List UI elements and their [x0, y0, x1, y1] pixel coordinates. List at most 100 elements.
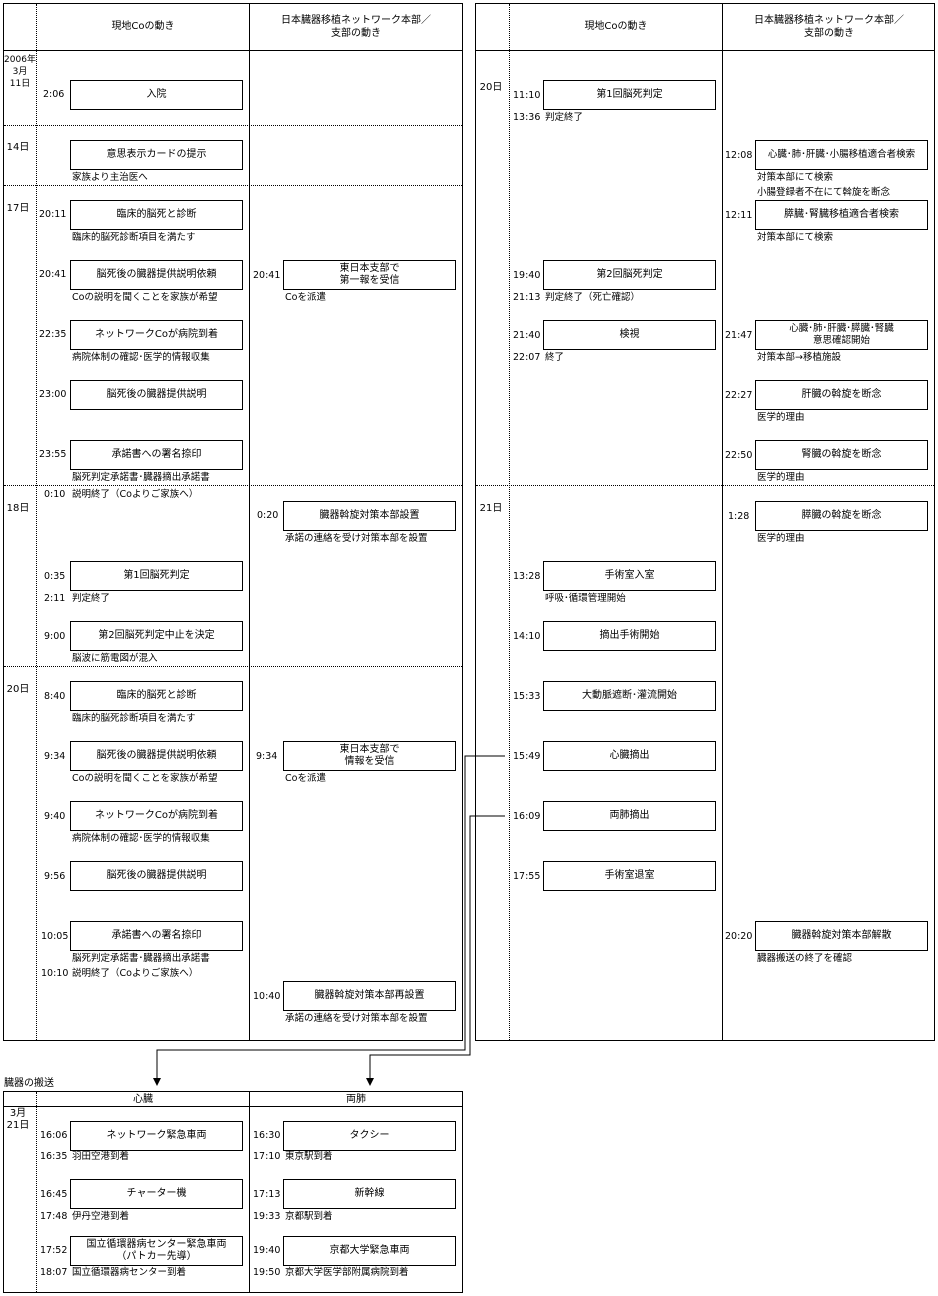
event-box: 第1回脳死判定: [543, 80, 716, 110]
event-note: 終了: [545, 352, 565, 363]
event-box: 臨床的脳死と診断: [70, 200, 243, 230]
event-time: 12:08: [725, 150, 753, 161]
event-time: 0:10: [44, 489, 66, 500]
event-note: 小腸登録者不在にて斡旋を断念: [757, 187, 891, 198]
event-note: 呼吸･循環管理開始: [545, 593, 626, 604]
event-note: 判定終了（死亡確認）: [545, 292, 641, 303]
day-number: 21日: [6, 1120, 30, 1131]
month-label: 3月: [12, 67, 28, 77]
right-timeline-panel: [475, 3, 935, 1041]
event-box: 脳死後の臓器提供説明依頼: [70, 260, 243, 290]
event-box: 東日本支部で 情報を受信: [283, 741, 456, 771]
event-time: 9:34: [44, 751, 66, 762]
event-time: 10:10: [41, 968, 69, 979]
event-box: 入院: [70, 80, 243, 110]
event-box: 承諾書への署名捺印: [70, 921, 243, 951]
arrival-note: 国立循環器病センター到着: [72, 1267, 187, 1278]
event-box: 膵臓･腎臓移植適合者検索: [755, 200, 928, 230]
box-line: 第一報を受信: [339, 275, 400, 286]
left-day-divider: [36, 4, 37, 1040]
right-col-divider: [722, 4, 723, 1040]
event-time: 2:06: [43, 89, 65, 100]
event-time: 9:56: [44, 871, 66, 882]
event-box: 脳死後の臓器提供説明: [70, 380, 243, 410]
event-time: 10:05: [41, 931, 69, 942]
box-line: （パトカー先導）: [116, 1251, 197, 1262]
event-box: 第2回脳死判定中止を決定: [70, 621, 243, 651]
box-line: 国立循環器病センター緊急車両: [86, 1239, 227, 1250]
event-time: 17:55: [513, 871, 541, 882]
event-box: 東日本支部で 第一報を受信: [283, 260, 456, 290]
hq-header-line2: 支部の動き: [331, 28, 381, 39]
event-time: 20:20: [725, 931, 753, 942]
event-note: 判定終了: [72, 593, 111, 604]
left-day-rule: [4, 125, 462, 126]
event-box: 心臓･肺･肝臓･小腸移植適合者検索: [755, 140, 928, 170]
day-label: 21日: [479, 503, 503, 514]
event-time: 15:49: [513, 751, 541, 762]
day-label: 3月 21日: [4, 1108, 32, 1132]
event-box: 心臓･肺･肝臓･膵臓･腎臓 意思確認開始: [755, 320, 928, 350]
hq-header-line1: 日本臓器移植ネットワーク本部／: [281, 15, 431, 26]
event-note: 説明終了（Coよりご家族へ）: [72, 489, 199, 500]
event-box: 手術室退室: [543, 861, 716, 891]
event-note: 脳波に筋電図が混入: [72, 653, 158, 664]
event-box: 脳死後の臓器提供説明: [70, 861, 243, 891]
transport-box: 国立循環器病センター緊急車両 （パトカー先導）: [70, 1236, 243, 1266]
event-note: 医学的理由: [757, 412, 805, 423]
column-header-hq: 日本臓器移植ネットワーク本部／ 支部の動き: [250, 14, 462, 40]
lungs-column-header: 両肺: [346, 1094, 366, 1105]
event-note: 臓器搬送の終了を確認: [757, 953, 853, 964]
left-day-rule: [4, 185, 462, 186]
event-time: 15:33: [513, 691, 541, 702]
event-note: 承諾の連絡を受け対策本部を設置: [285, 533, 428, 544]
day-number: 11日: [9, 79, 31, 89]
event-time: 8:40: [44, 691, 66, 702]
event-note: Coの説明を聞くことを家族が希望: [72, 292, 218, 303]
day-label: 2006年 3月 11日: [4, 54, 36, 90]
event-time: 0:20: [257, 510, 279, 521]
event-time: 1:28: [728, 511, 750, 522]
event-time: 13:36: [513, 112, 541, 123]
event-time: 23:55: [39, 449, 67, 460]
event-note: Coを派遣: [285, 773, 326, 784]
event-time: 19:40: [513, 270, 541, 281]
event-time: 14:10: [513, 631, 541, 642]
transport-time: 17:13: [253, 1189, 281, 1200]
event-time: 23:00: [39, 389, 67, 400]
event-box: 心臓摘出: [543, 741, 716, 771]
right-day-divider: [509, 4, 510, 1040]
transport-panel: [3, 1091, 463, 1293]
transport-time: 16:30: [253, 1130, 281, 1141]
event-box: 第1回脳死判定: [70, 561, 243, 591]
event-box: 検視: [543, 320, 716, 350]
event-box: 腎臓の斡旋を断念: [755, 440, 928, 470]
event-note: 医学的理由: [757, 472, 805, 483]
transport-box: タクシー: [283, 1121, 456, 1151]
transport-box: ネットワーク緊急車両: [70, 1121, 243, 1151]
event-box: 大動脈遮断･灌流開始: [543, 681, 716, 711]
event-box: 脳死後の臓器提供説明依頼: [70, 741, 243, 771]
hq-header-line1: 日本臓器移植ネットワーク本部／: [754, 15, 904, 26]
event-box: 第2回脳死判定: [543, 260, 716, 290]
transport-box: 京都大学緊急車両: [283, 1236, 456, 1266]
arrival-note: 伊丹空港到着: [72, 1211, 130, 1222]
event-time: 12:11: [725, 210, 753, 221]
box-line: 東日本支部で: [339, 744, 400, 755]
event-time: 10:40: [253, 991, 281, 1002]
event-time: 20:11: [39, 209, 67, 220]
day-label: 20日: [6, 684, 30, 695]
event-box: ネットワークCoが病院到着: [70, 320, 243, 350]
arrival-note: 羽田空港到着: [72, 1151, 130, 1162]
event-note: 対策本部→移植施設: [757, 352, 841, 363]
event-note: 臨床的脳死診断項目を満たす: [72, 232, 196, 243]
event-note: 承諾の連絡を受け対策本部を設置: [285, 1013, 428, 1024]
event-note: 家族より主治医へ: [72, 172, 148, 183]
left-day-rule: [4, 485, 462, 486]
event-box: 承諾書への署名捺印: [70, 440, 243, 470]
transport-time: 16:45: [40, 1189, 68, 1200]
event-box: 臓器斡旋対策本部解散: [755, 921, 928, 951]
event-box: 肝臓の斡旋を断念: [755, 380, 928, 410]
event-time: 9:00: [44, 631, 66, 642]
event-note: 病院体制の確認･医学的情報収集: [72, 833, 210, 844]
